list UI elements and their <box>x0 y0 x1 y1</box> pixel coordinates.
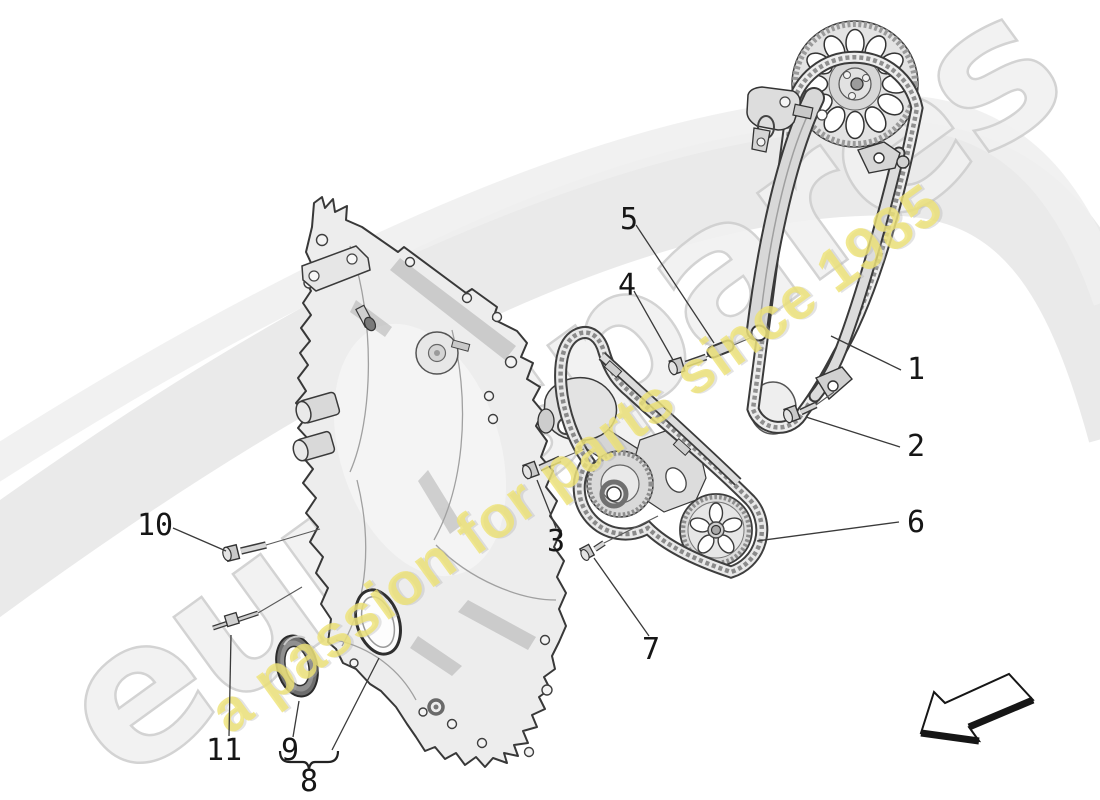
cover-ridges <box>335 245 557 701</box>
leader-line-7 <box>593 557 650 637</box>
chain-guide-left <box>746 87 825 342</box>
guide-pivot-eyelet <box>750 324 768 342</box>
sprocket-center-bolt <box>850 77 864 91</box>
pump-spoked-sprocket <box>679 493 753 567</box>
group-bracket-8 <box>278 750 340 770</box>
cover-shadow-streaks <box>350 258 536 676</box>
stud-11 <box>212 610 259 631</box>
swoosh-band <box>0 120 1100 618</box>
spacer-5 <box>706 339 735 359</box>
callout-label-2: 2 <box>907 429 925 464</box>
callout-label-5: 5 <box>620 202 638 237</box>
bolt-7 <box>578 540 606 561</box>
cover-left-stubs <box>292 391 341 462</box>
cover-drain-boss <box>427 698 445 716</box>
leader-line-11 <box>228 634 232 737</box>
pump-drive-sprocket <box>586 450 654 518</box>
callout-label-11: 11 <box>206 733 242 768</box>
leader-line-8 <box>331 657 380 751</box>
callout-label-7: 7 <box>642 632 660 667</box>
callout-label-6: 6 <box>907 505 925 540</box>
cover-round-boss-pin <box>434 350 440 356</box>
crank-seal-bore-rim <box>360 596 396 648</box>
cover-upper-arm <box>301 245 371 292</box>
cover-bolt-holes <box>303 233 553 758</box>
swoosh-band-thin <box>0 94 1100 482</box>
callout-label-3: 3 <box>547 524 565 559</box>
bolt-4 <box>668 353 708 376</box>
callout-label-10: 10 <box>137 508 173 543</box>
leader-line-6 <box>756 521 900 542</box>
direction-arrow-icon <box>919 672 1035 745</box>
tensioner-plunger <box>792 103 814 120</box>
callout-label-9: 9 <box>281 733 299 768</box>
seal-highlight <box>283 635 306 646</box>
callout-label-4: 4 <box>618 268 636 303</box>
cover-dowel-pin <box>450 339 471 352</box>
guide-clip <box>603 359 623 379</box>
cover-stub-pin <box>355 304 377 332</box>
callout-label-8: 8 <box>300 764 318 799</box>
leader-line-3 <box>536 479 557 529</box>
leader-line-5 <box>635 224 715 344</box>
cover-dome-highlight <box>333 323 507 577</box>
chain-guide-right <box>808 141 910 403</box>
bolt-10 <box>222 541 267 563</box>
leader-line-1 <box>830 335 902 371</box>
pump-shaft-stub <box>537 408 555 434</box>
leader-line-9 <box>292 700 300 738</box>
sprocket-lightening-holes <box>689 502 743 554</box>
callout-label-1: 1 <box>907 352 925 387</box>
oil-pump-chain <box>554 326 769 579</box>
leader-line-4 <box>633 290 674 361</box>
crankshaft-seal <box>275 634 319 698</box>
leader-line-2 <box>805 416 901 448</box>
crank-seal-bore <box>354 588 402 656</box>
fasteners <box>212 337 835 631</box>
pump-chain-guide <box>598 352 742 486</box>
chain-tensioner <box>746 86 828 153</box>
timing-cover <box>292 196 567 768</box>
bolt-3 <box>521 455 562 480</box>
leader-line-10 <box>172 527 227 552</box>
cover-drain-boss-center <box>433 704 439 710</box>
guide-clip <box>672 437 692 457</box>
bolt-2 <box>782 401 818 424</box>
